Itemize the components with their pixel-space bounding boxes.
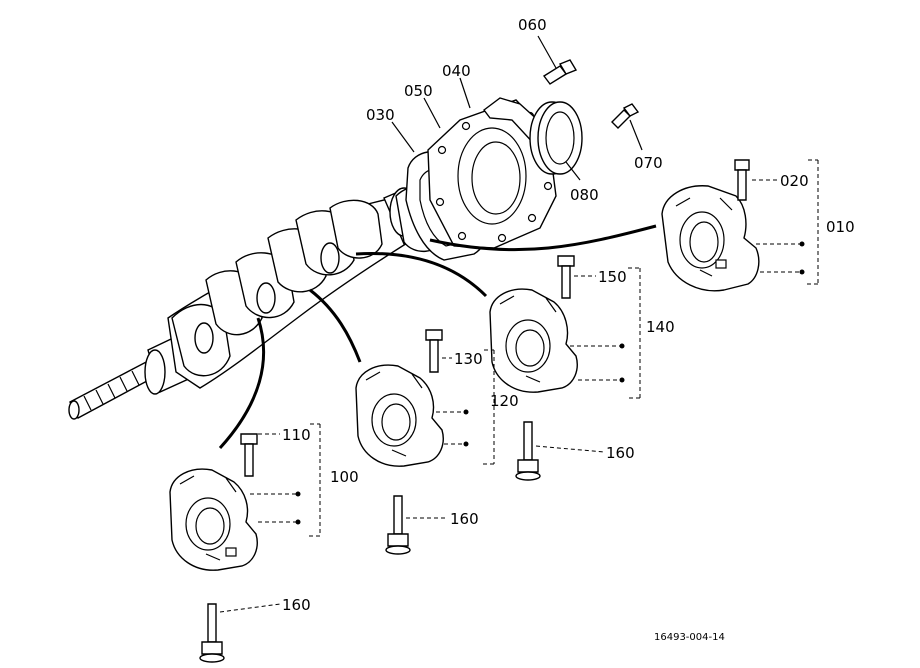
label-050: 050	[404, 82, 433, 100]
label-160-b: 160	[450, 510, 479, 528]
label-100: 100	[330, 468, 359, 486]
label-010: 010	[826, 218, 855, 236]
label-080: 080	[570, 186, 599, 204]
label-160-a: 160	[282, 596, 311, 614]
label-140: 140	[646, 318, 675, 336]
bearing-case-100	[169, 468, 258, 571]
bolt-160-b	[385, 495, 411, 555]
label-030: 030	[366, 106, 395, 124]
bearing-case-010	[661, 185, 760, 292]
bolt-060	[542, 59, 578, 85]
label-110: 110	[282, 426, 311, 444]
bearing-case-140	[489, 288, 578, 393]
figure-reference: 16493-004-14	[654, 632, 725, 643]
rear-housing-group	[405, 97, 583, 261]
oil-seal-080	[529, 101, 583, 175]
label-130: 130	[454, 350, 483, 368]
bolt-130	[425, 329, 443, 373]
label-160-c: 160	[606, 444, 635, 462]
bracket-dots	[295, 241, 805, 525]
label-020: 020	[780, 172, 809, 190]
label-120: 120	[490, 392, 519, 410]
bolt-070	[611, 103, 640, 129]
label-150: 150	[598, 268, 627, 286]
bolt-150	[557, 255, 575, 299]
assembly-arrows	[218, 224, 657, 450]
label-060: 060	[518, 16, 547, 34]
label-070: 070	[634, 154, 663, 172]
bolt-160-a	[199, 603, 225, 663]
crankshaft	[68, 185, 447, 420]
leader-lines	[219, 35, 819, 613]
bolt-110	[240, 433, 258, 477]
label-040: 040	[442, 62, 471, 80]
bolt-020	[734, 159, 750, 201]
bolt-160-c	[515, 421, 541, 481]
bearing-case-120	[355, 364, 444, 467]
part-labels: 060 040 050 030 070 080 020 010 150 140 …	[282, 16, 855, 643]
